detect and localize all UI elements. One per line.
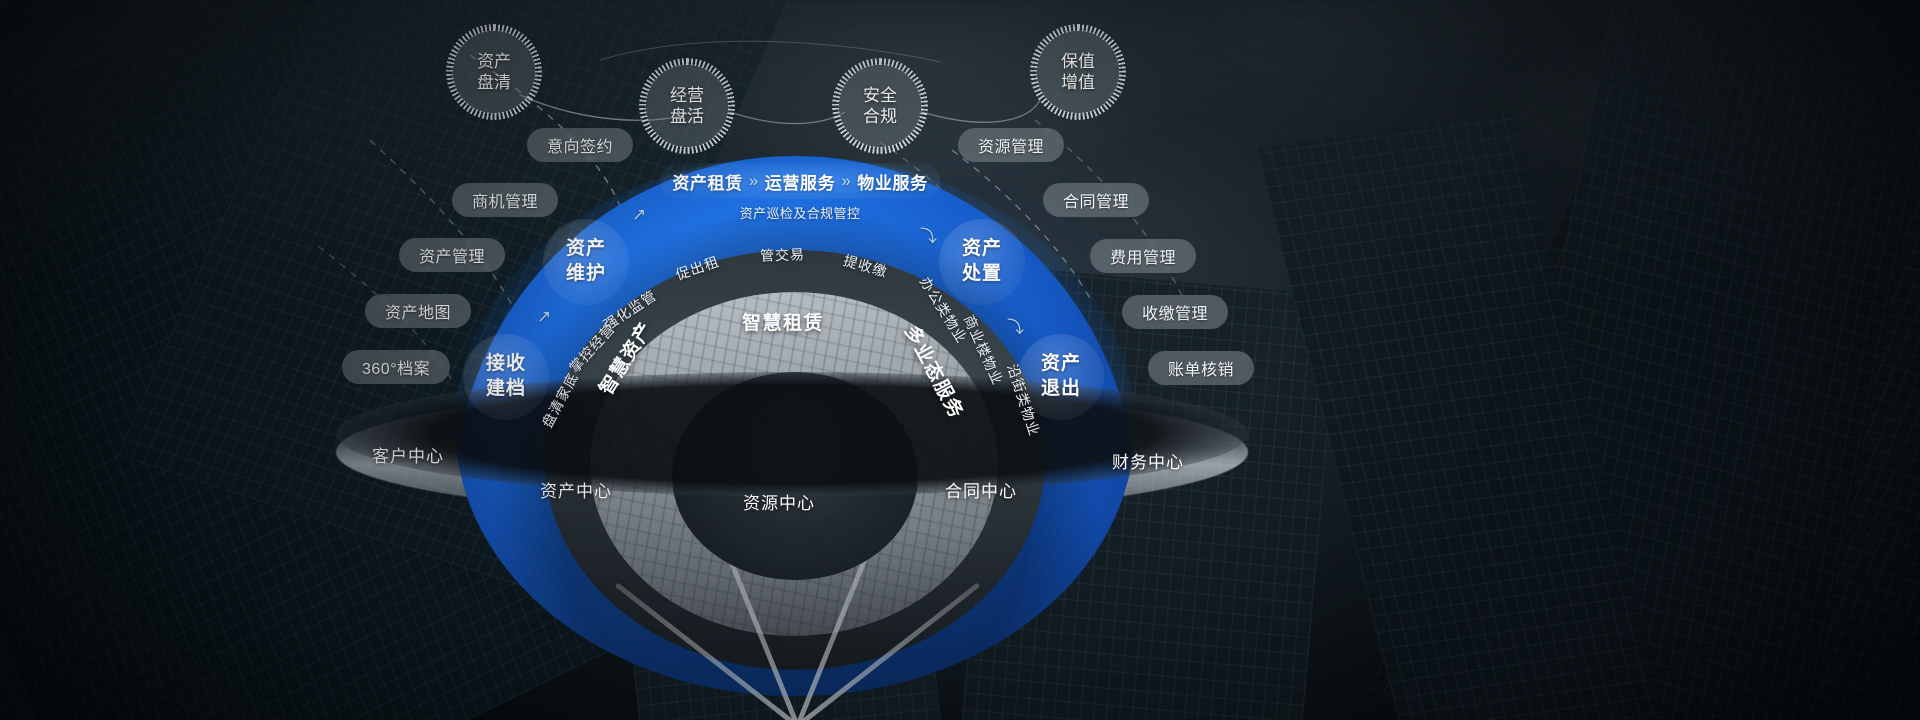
node-line2: 退出 — [1040, 378, 1081, 399]
outcome-circle-line1: 经营 — [670, 85, 704, 105]
node-receive-archive[interactable]: 接收 建档 — [463, 334, 549, 420]
outcome-circle-asset-inventory[interactable]: 资产 盘清 — [452, 30, 536, 114]
banner-step-3: 物业服务 — [857, 173, 928, 193]
pill-360-archive[interactable]: 360°档案 — [342, 350, 451, 384]
banner-step-1: 资产租赁 — [672, 173, 743, 193]
pill-asset-map[interactable]: 资产地图 — [365, 294, 472, 328]
outcome-circle-line1: 资产 — [477, 51, 511, 71]
banner-subtitle: 资产巡检及合规管控 — [739, 206, 861, 221]
node-line2: 处置 — [961, 263, 1002, 284]
node-line2: 建档 — [485, 378, 526, 399]
base-label-customer-center[interactable]: 客户中心 — [372, 447, 444, 466]
outcome-circle-line1: 保值 — [1061, 51, 1095, 71]
base-label-contract-center[interactable]: 合同中心 — [945, 482, 1017, 501]
outcome-circle-line2: 增值 — [1061, 73, 1095, 92]
outcome-circle-operations-activation[interactable]: 经营 盘活 — [645, 64, 729, 148]
node-asset-disposal[interactable]: 资产 处置 — [939, 219, 1025, 305]
outcome-circle-value-preservation[interactable]: 保值 增值 — [1036, 30, 1120, 114]
node-line1: 资产 — [565, 238, 606, 260]
node-asset-maintenance[interactable]: 资产 维护 — [543, 219, 629, 305]
pill-bill-writeoff[interactable]: 账单核销 — [1148, 351, 1255, 385]
node-line1: 资产 — [961, 238, 1002, 260]
base-label-asset-center[interactable]: 资产中心 — [540, 482, 612, 501]
arrow-down-turn-icon: ⤵ — [1007, 318, 1024, 337]
pill-collection-mgmt[interactable]: 收缴管理 — [1122, 295, 1229, 329]
node-line2: 维护 — [565, 263, 606, 284]
outcome-circle-line2: 合规 — [863, 107, 897, 126]
chevron-separator-icon: » — [748, 171, 759, 190]
outcome-circle-line2: 盘活 — [670, 107, 704, 126]
outcome-circle-safety-compliance[interactable]: 安全 合规 — [838, 64, 922, 148]
segment-title-smart-leasing: 智慧租赁 — [742, 313, 825, 334]
pill-resource-mgmt[interactable]: 资源管理 — [958, 128, 1065, 162]
arrow-up-right-icon: ↗ — [632, 205, 647, 224]
banner-step-2: 运营服务 — [764, 173, 836, 193]
arrow-up-right-icon: ↗ — [537, 307, 552, 326]
pill-contract-mgmt[interactable]: 合同管理 — [1043, 183, 1150, 217]
base-label-resource-center[interactable]: 资源中心 — [743, 494, 815, 513]
pill-fee-mgmt[interactable]: 费用管理 — [1090, 239, 1197, 273]
outcome-circle-line1: 安全 — [863, 85, 897, 105]
pill-opportunity-mgmt[interactable]: 商机管理 — [452, 183, 559, 217]
node-line1: 资产 — [1040, 353, 1081, 375]
node-line1: 接收 — [485, 353, 526, 375]
outcome-circle-line2: 盘清 — [477, 73, 511, 92]
pill-asset-mgmt[interactable]: 资产管理 — [399, 238, 506, 272]
process-banner: 资产租赁 » 运营服务 » 物业服务 — [660, 163, 940, 199]
arrow-down-turn-icon: ⤵ — [920, 227, 937, 246]
base-label-finance-center[interactable]: 财务中心 — [1112, 453, 1184, 472]
pill-intent-signing[interactable]: 意向签约 — [527, 128, 634, 162]
chevron-separator-icon: » — [841, 171, 852, 190]
ring-label-manage-transactions: 管交易 — [759, 246, 806, 264]
